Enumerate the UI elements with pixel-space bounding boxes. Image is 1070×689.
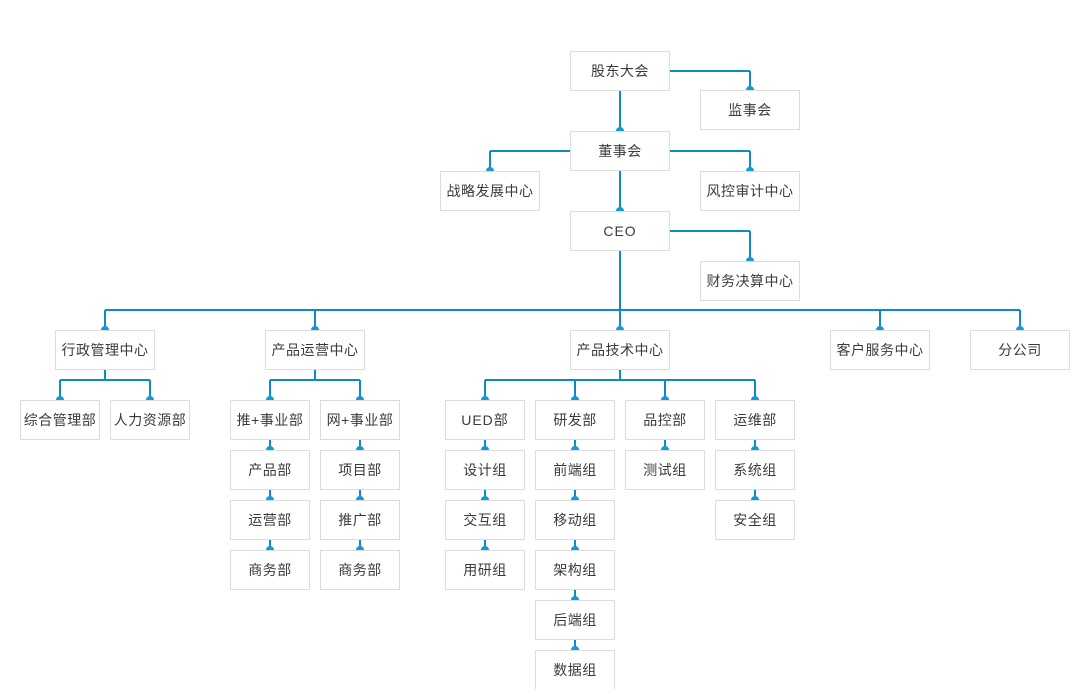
org-node-operation-dept[interactable]: 运营部 xyxy=(230,500,310,540)
org-node-frontend-group[interactable]: 前端组 xyxy=(535,450,615,490)
org-node-risk-audit-center[interactable]: 风控审计中心 xyxy=(700,171,800,211)
org-node-rd-dept[interactable]: 研发部 xyxy=(535,400,615,440)
org-node-architect-group[interactable]: 架构组 xyxy=(535,550,615,590)
org-node-backend-group[interactable]: 后端组 xyxy=(535,600,615,640)
org-node-finance-center[interactable]: 财务决算中心 xyxy=(700,261,800,301)
org-node-security-group[interactable]: 安全组 xyxy=(715,500,795,540)
org-node-ued-dept[interactable]: UED部 xyxy=(445,400,525,440)
org-node-interaction-group[interactable]: 交互组 xyxy=(445,500,525,540)
org-node-qa-dept[interactable]: 品控部 xyxy=(625,400,705,440)
org-node-ceo[interactable]: CEO xyxy=(570,211,670,251)
org-node-customer-service[interactable]: 客户服务中心 xyxy=(830,330,930,370)
org-node-ops-dept[interactable]: 运维部 xyxy=(715,400,795,440)
org-node-product-dept[interactable]: 产品部 xyxy=(230,450,310,490)
org-node-test-group[interactable]: 测试组 xyxy=(625,450,705,490)
org-node-branch-company[interactable]: 分公司 xyxy=(970,330,1070,370)
org-node-business-dept-2[interactable]: 商务部 xyxy=(320,550,400,590)
org-node-data-group[interactable]: 数据组 xyxy=(535,650,615,689)
org-node-general-admin[interactable]: 综合管理部 xyxy=(20,400,100,440)
org-node-wang-bu[interactable]: 网+事业部 xyxy=(320,400,400,440)
org-node-business-dept-1[interactable]: 商务部 xyxy=(230,550,310,590)
org-node-project-dept[interactable]: 项目部 xyxy=(320,450,400,490)
org-node-shareholders[interactable]: 股东大会 xyxy=(570,51,670,91)
org-node-promotion-dept[interactable]: 推广部 xyxy=(320,500,400,540)
org-node-design-group[interactable]: 设计组 xyxy=(445,450,525,490)
org-node-system-group[interactable]: 系统组 xyxy=(715,450,795,490)
org-node-research-group[interactable]: 用研组 xyxy=(445,550,525,590)
org-node-tech-center[interactable]: 产品技术中心 xyxy=(570,330,670,370)
org-node-mobile-group[interactable]: 移动组 xyxy=(535,500,615,540)
org-node-hr[interactable]: 人力资源部 xyxy=(110,400,190,440)
org-node-strategy-center[interactable]: 战略发展中心 xyxy=(440,171,540,211)
org-node-board[interactable]: 董事会 xyxy=(570,131,670,171)
org-node-tui-bu[interactable]: 推+事业部 xyxy=(230,400,310,440)
org-node-product-ops[interactable]: 产品运营中心 xyxy=(265,330,365,370)
org-node-supervisory[interactable]: 监事会 xyxy=(700,90,800,130)
org-node-admin-center[interactable]: 行政管理中心 xyxy=(55,330,155,370)
